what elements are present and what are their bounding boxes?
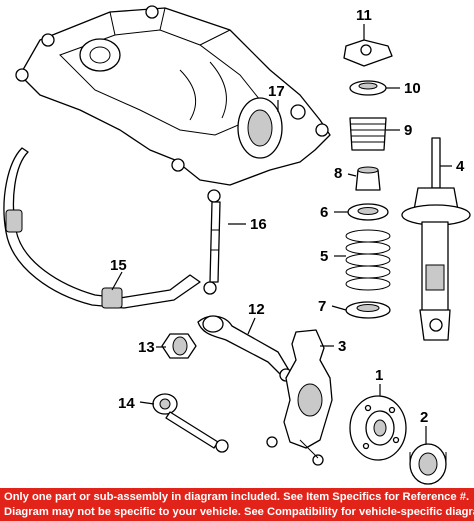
callout-16: 16 <box>250 216 267 233</box>
bump-stop-part[interactable] <box>355 166 381 191</box>
disclaimer-banner: Only one part or sub-assembly in diagram… <box>0 488 474 521</box>
callout-13: 13 <box>138 339 155 356</box>
callout-8: 8 <box>334 165 342 182</box>
leader-lines <box>111 24 452 444</box>
callout-6: 6 <box>320 204 328 221</box>
stabilizer-link-part[interactable] <box>203 189 221 295</box>
strut-mount-part[interactable] <box>343 39 393 67</box>
suspension-parts-diagram: 11 10 9 8 6 5 7 4 17 16 15 12 13 14 3 1 … <box>3 5 471 485</box>
callout-12: 12 <box>248 301 265 318</box>
strut-part[interactable] <box>401 137 471 341</box>
wheel-hub-part[interactable] <box>349 395 407 461</box>
callout-17: 17 <box>268 83 285 100</box>
disclaimer-line-2: Diagram may not be specific to your vehi… <box>4 506 474 518</box>
callout-3: 3 <box>338 338 346 355</box>
callout-7: 7 <box>318 298 326 315</box>
bushing-part[interactable] <box>161 333 197 359</box>
callout-9: 9 <box>404 122 412 139</box>
callout-4: 4 <box>456 158 465 175</box>
callout-5: 5 <box>320 248 328 265</box>
callout-1: 1 <box>375 367 383 384</box>
coil-spring-part[interactable] <box>345 229 391 291</box>
wheel-bearing-part[interactable] <box>409 443 447 485</box>
callout-10: 10 <box>404 80 421 97</box>
control-arm-part[interactable] <box>197 315 293 382</box>
callout-2: 2 <box>420 409 428 426</box>
subframe-part[interactable] <box>15 5 331 186</box>
callout-14: 14 <box>118 395 135 412</box>
spring-seat-part[interactable] <box>347 203 389 221</box>
spring-insulator-part[interactable] <box>345 301 391 319</box>
tension-strut-part[interactable] <box>152 393 229 453</box>
steering-knuckle-part[interactable] <box>266 329 333 466</box>
dust-boot-part[interactable] <box>349 117 387 151</box>
stabilizer-bar-part[interactable] <box>3 147 201 309</box>
mount-bearing-part[interactable] <box>349 80 387 96</box>
callout-11: 11 <box>356 7 372 24</box>
callout-15: 15 <box>110 257 127 274</box>
disclaimer-line-1: Only one part or sub-assembly in diagram… <box>4 491 470 503</box>
